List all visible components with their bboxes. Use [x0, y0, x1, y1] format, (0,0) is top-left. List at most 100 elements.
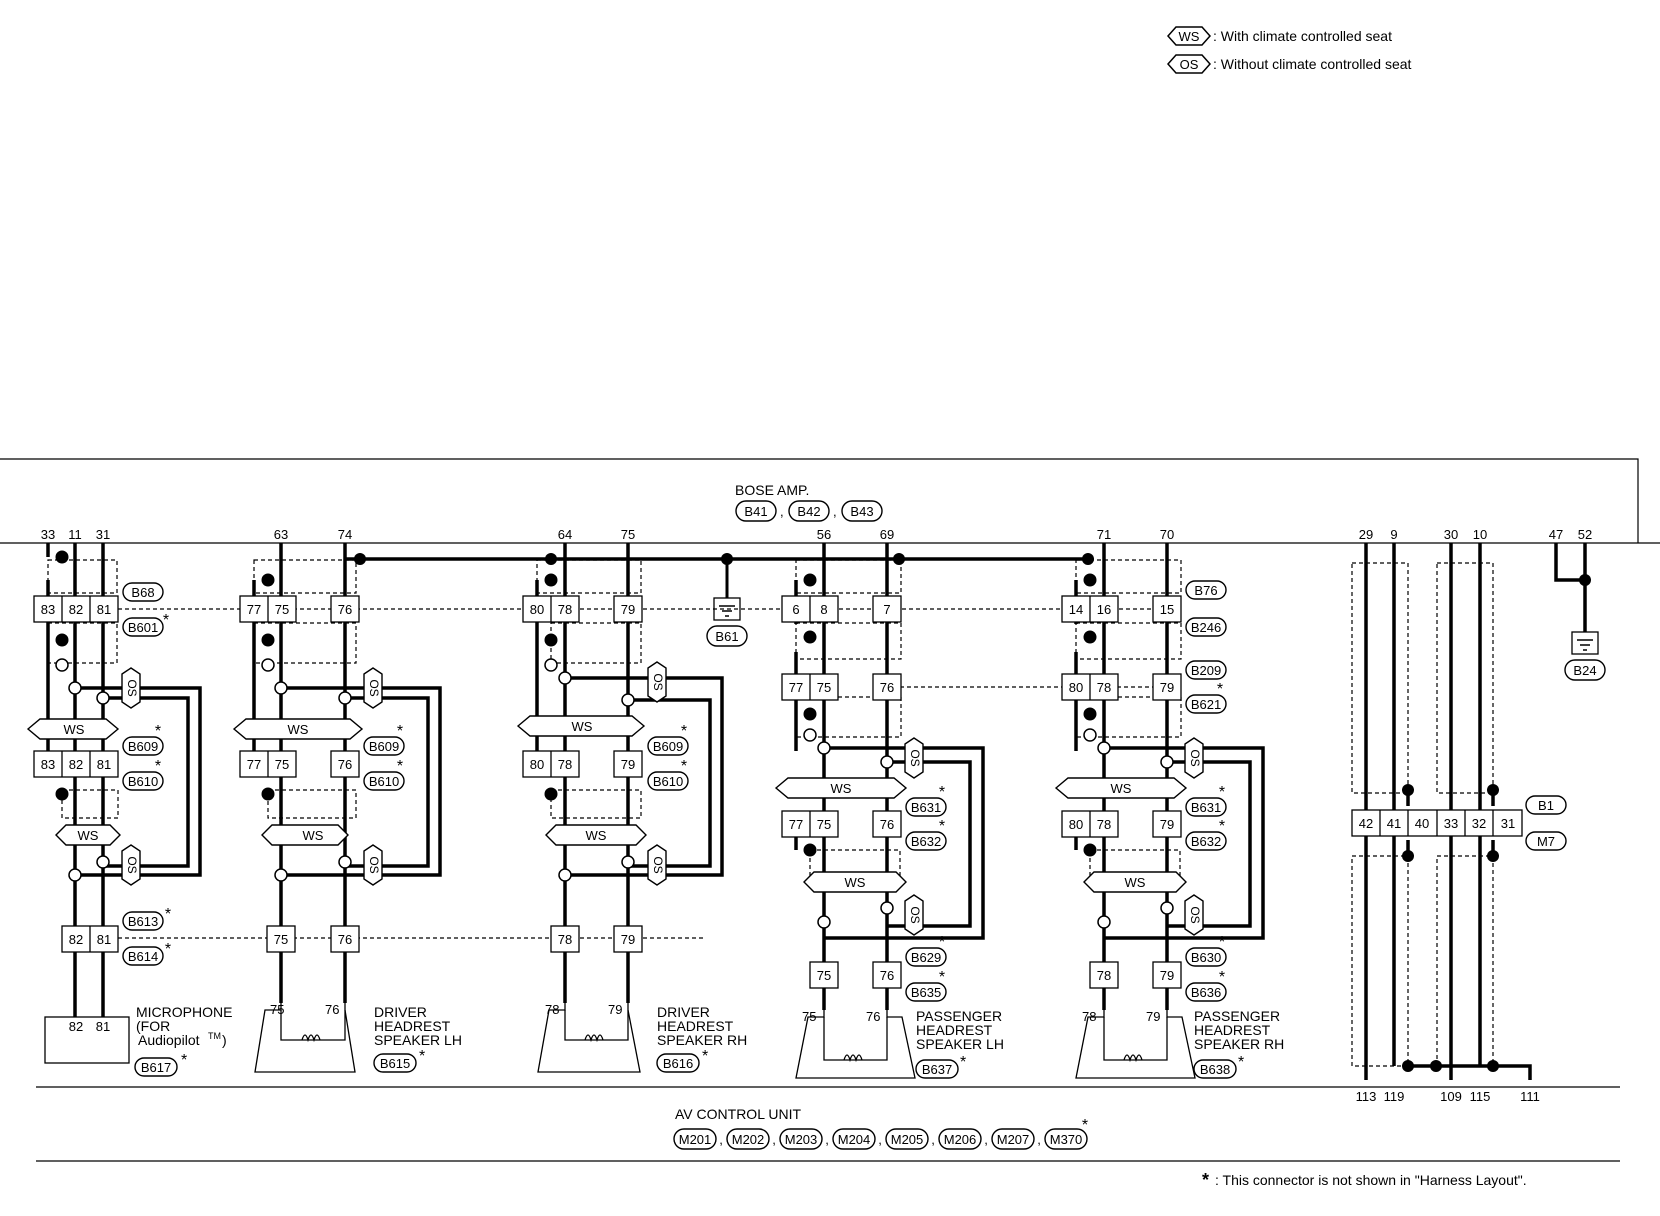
- bose-pins: 33 11 31 63 74 64 75 56 69 71 70 29 9 30…: [41, 527, 1592, 542]
- mic-junctions: [55, 550, 110, 882]
- pin-label: 16: [1097, 602, 1111, 617]
- pin-label: 29: [1359, 527, 1373, 542]
- pin-label: 79: [621, 757, 635, 772]
- pin-label: 9: [1390, 527, 1397, 542]
- ws-label: WS: [78, 828, 99, 843]
- conn-m204: M204: [838, 1132, 871, 1147]
- pin-label: 79: [1160, 817, 1174, 832]
- conn-b614: B614: [128, 949, 158, 964]
- speaker-label-2: HEADREST: [657, 1018, 734, 1034]
- legend-ws-text: : With climate controlled seat: [1213, 28, 1392, 44]
- pin-label: 76: [880, 968, 894, 983]
- av-control-unit: 113 119 109 115 111 AV CONTROL UNIT M201…: [36, 1086, 1620, 1162]
- ws-label: WS: [845, 875, 866, 890]
- os-label: OS: [908, 906, 922, 923]
- conn-b601: B601: [128, 620, 158, 635]
- conn-b615: B615: [380, 1056, 410, 1071]
- conn-b613: B613: [128, 914, 158, 929]
- pin-label: 82: [69, 932, 83, 947]
- pin-label: 78: [558, 602, 572, 617]
- svg-text:*: *: [939, 784, 945, 801]
- speaker-label-2: HEADREST: [374, 1018, 451, 1034]
- pin-label: 77: [789, 680, 803, 695]
- bose-title: BOSE AMP.: [735, 482, 809, 498]
- speaker-label-3: SPEAKER RH: [657, 1032, 747, 1048]
- speaker-label-3: SPEAKER LH: [916, 1036, 1004, 1052]
- pin-label: 15: [1160, 602, 1174, 617]
- conn-b610: B610: [128, 774, 158, 789]
- pin-label: 47: [1549, 527, 1563, 542]
- svg-text:*: *: [681, 758, 687, 775]
- pin-label: 33: [41, 527, 55, 542]
- conn-b43: B43: [850, 504, 873, 519]
- pin-label: 109: [1440, 1089, 1462, 1104]
- pin-label: 113: [1356, 1089, 1377, 1104]
- pin-label: 75: [275, 602, 289, 617]
- svg-text:,: ,: [772, 1132, 776, 1147]
- svg-text:*: *: [165, 941, 171, 958]
- driver-rh-tags: WS WS OS OS B609 * B610 *: [516, 661, 689, 886]
- speaker-label-1: PASSENGER: [1194, 1008, 1280, 1024]
- pin-label: 10: [1473, 527, 1487, 542]
- os-label: OS: [651, 673, 665, 690]
- mic-conn-row-2: 83 82 81: [33, 750, 119, 778]
- av-title: AV CONTROL UNIT: [675, 1106, 801, 1122]
- pin-label: 40: [1415, 816, 1429, 831]
- pin-label: 81: [97, 932, 111, 947]
- pin-label: 6: [792, 602, 799, 617]
- svg-text:,: ,: [984, 1132, 988, 1147]
- pin-label: 79: [1146, 1009, 1160, 1024]
- pin-label: 76: [338, 602, 352, 617]
- legend-ws-tag: WS: [1179, 29, 1200, 44]
- mic-label-1: MICROPHONE: [136, 1004, 232, 1020]
- pin-label: 76: [880, 680, 894, 695]
- pin-label: 77: [247, 602, 261, 617]
- mic-label-3b: ): [222, 1032, 227, 1048]
- pin-label: 81: [96, 1019, 110, 1034]
- pin-label: 52: [1578, 527, 1592, 542]
- svg-text:*: *: [419, 1048, 425, 1065]
- ground-b24: B24: [1564, 631, 1606, 681]
- svg-text:*: *: [1219, 784, 1225, 801]
- pin-label: 33: [1444, 816, 1458, 831]
- ws-label: WS: [586, 828, 607, 843]
- os-label: OS: [651, 856, 665, 873]
- pin-label: 75: [802, 1009, 816, 1024]
- pin-label: 82: [69, 1019, 83, 1034]
- pin-label: 79: [1160, 968, 1174, 983]
- conn-b636: B636: [1191, 985, 1221, 1000]
- conn-m7: M7: [1537, 834, 1555, 849]
- pin-label: 8: [820, 602, 827, 617]
- conn-m207: M207: [997, 1132, 1030, 1147]
- svg-text:*: *: [181, 1052, 187, 1069]
- svg-text:*: *: [155, 758, 161, 775]
- ws-tag: WS WS: [26, 718, 121, 846]
- mic-conn-row-3: 82 81: [61, 925, 119, 953]
- conn-m201: M201: [679, 1132, 712, 1147]
- mic-label-2: (FOR: [136, 1018, 170, 1034]
- passenger-lh-dots: [803, 573, 894, 929]
- passenger-rh-tags: WS WS OS OS B76 B246 B209 B621 * B631 * …: [1054, 580, 1227, 1002]
- legend-os-tag: OS: [1180, 57, 1199, 72]
- shield-bus-dots: [354, 553, 1094, 565]
- pin-label: 42: [1359, 816, 1373, 831]
- passenger-rh-conn: 14 16 15 80 78 79 80 78 79 78 79: [1061, 595, 1182, 989]
- speaker-label-3: SPEAKER RH: [1194, 1036, 1284, 1052]
- pin-label: 81: [97, 602, 111, 617]
- pin-label: 41: [1387, 816, 1401, 831]
- ws-label: WS: [831, 781, 852, 796]
- mic-conn-row-1: 83 82 81: [33, 595, 119, 623]
- conn-b616: B616: [663, 1056, 693, 1071]
- speaker-label-2: HEADREST: [1194, 1022, 1271, 1038]
- pin-label: 111: [1520, 1089, 1540, 1104]
- pin-label: 75: [817, 968, 831, 983]
- svg-text:*: *: [1238, 1054, 1244, 1071]
- ws-label: WS: [572, 719, 593, 734]
- pin-label: 78: [1097, 680, 1111, 695]
- mic-label-3: Audiopilot: [138, 1032, 200, 1048]
- pin-label: 78: [1082, 1009, 1096, 1024]
- ws-label: WS: [288, 722, 309, 737]
- conn-b1: B1: [1538, 798, 1554, 813]
- svg-text:,: ,: [931, 1132, 935, 1147]
